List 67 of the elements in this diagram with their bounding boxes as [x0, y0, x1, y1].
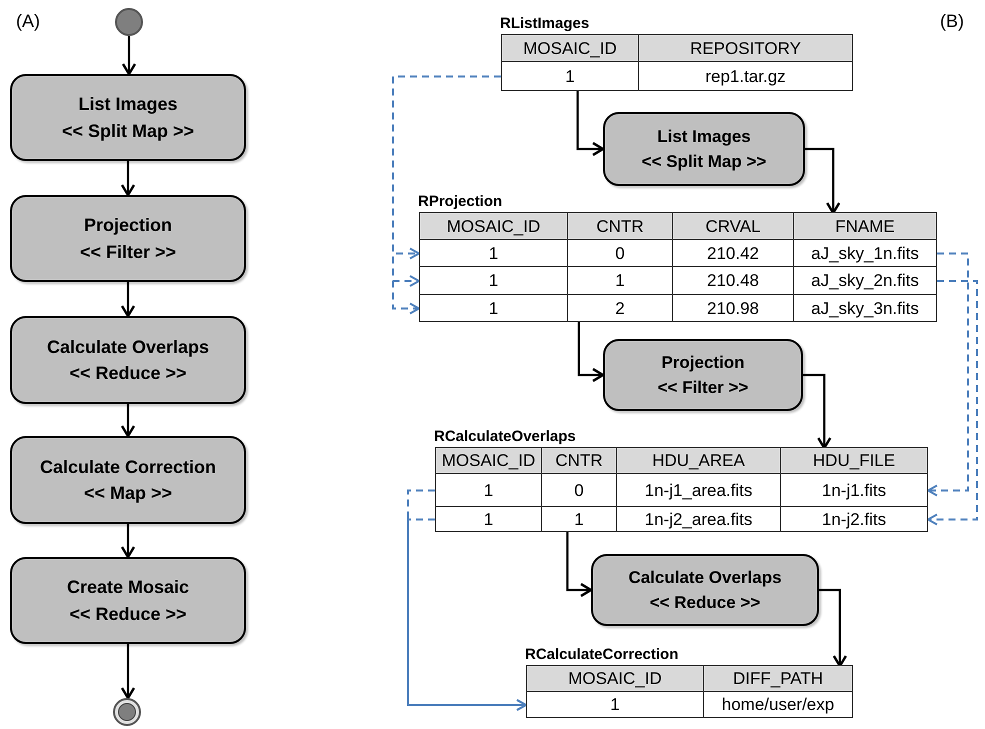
arrow	[576, 91, 604, 156]
table-header-row	[419, 213, 937, 240]
arrow	[120, 524, 136, 558]
step-type: << Split Map >>	[62, 120, 194, 142]
table-row	[419, 295, 937, 322]
process-box	[10, 557, 246, 644]
step-type: << Reduce >>	[69, 362, 187, 384]
table-title: RCalculateOverlaps	[434, 427, 577, 447]
data-table	[434, 427, 928, 532]
table-cell: aJ_sky_3n.fits	[793, 294, 937, 322]
table-header-row	[526, 666, 853, 692]
table-title: RProjection	[418, 192, 504, 212]
table-title: RCalculateCorrection	[525, 645, 680, 665]
process-box	[603, 339, 803, 411]
table-cell: 1	[526, 691, 704, 718]
process-box	[603, 112, 805, 186]
step-type: << Split Map >>	[642, 151, 766, 172]
process-box	[591, 554, 819, 626]
dashed-arrow	[927, 280, 978, 526]
arrow	[122, 36, 136, 76]
arrow	[578, 322, 604, 382]
data-table	[525, 645, 853, 718]
table-cell: home/user/exp	[703, 691, 853, 718]
arrow	[120, 282, 136, 318]
step-type: << Reduce >>	[650, 592, 760, 614]
step-type: << Map >>	[84, 482, 172, 504]
table-row	[435, 474, 928, 507]
table-header-row	[501, 35, 853, 62]
step-name: Projection	[661, 352, 745, 373]
panel-label: (A)	[16, 10, 40, 33]
arrow	[819, 588, 848, 668]
step-name: Calculate Correction	[40, 456, 216, 478]
table-header-row	[435, 448, 928, 474]
table-row	[419, 267, 937, 295]
data-table	[418, 192, 937, 322]
step-name: List Images	[657, 126, 751, 147]
step-type: << Filter >>	[658, 377, 748, 398]
panel-label: (B)	[940, 10, 964, 33]
table-cell: 1	[501, 61, 639, 91]
table-cell: 1	[419, 294, 568, 322]
process-box	[10, 316, 246, 404]
step-name: Calculate Overlaps	[46, 336, 210, 358]
step-type: << Reduce >>	[69, 602, 187, 625]
step-name: Projection	[84, 214, 172, 236]
arrow	[566, 532, 592, 598]
table-cell: 1	[435, 506, 542, 532]
arrow	[803, 374, 832, 450]
step-type: << Filter >>	[80, 240, 176, 263]
step-name: Calculate Overlaps	[628, 566, 782, 588]
dashed-arrow	[927, 252, 969, 496]
process-box	[10, 74, 246, 161]
table-row	[526, 692, 853, 718]
table-row	[501, 62, 853, 91]
table-cell: 1n-j2.fits	[780, 506, 928, 532]
table-row	[419, 240, 937, 267]
table-row	[435, 507, 928, 532]
table-title: RListImages	[500, 14, 590, 34]
process-box	[10, 436, 246, 524]
arrow	[120, 404, 136, 438]
step-name: List Images	[78, 93, 178, 116]
table-cell: rep1.tar.gz	[638, 61, 853, 91]
process-box	[10, 195, 246, 282]
arrow	[120, 644, 136, 700]
data-table	[500, 14, 853, 91]
arrow	[805, 148, 840, 214]
step-name: Create Mosaic	[66, 576, 190, 598]
arrow	[120, 161, 136, 196]
